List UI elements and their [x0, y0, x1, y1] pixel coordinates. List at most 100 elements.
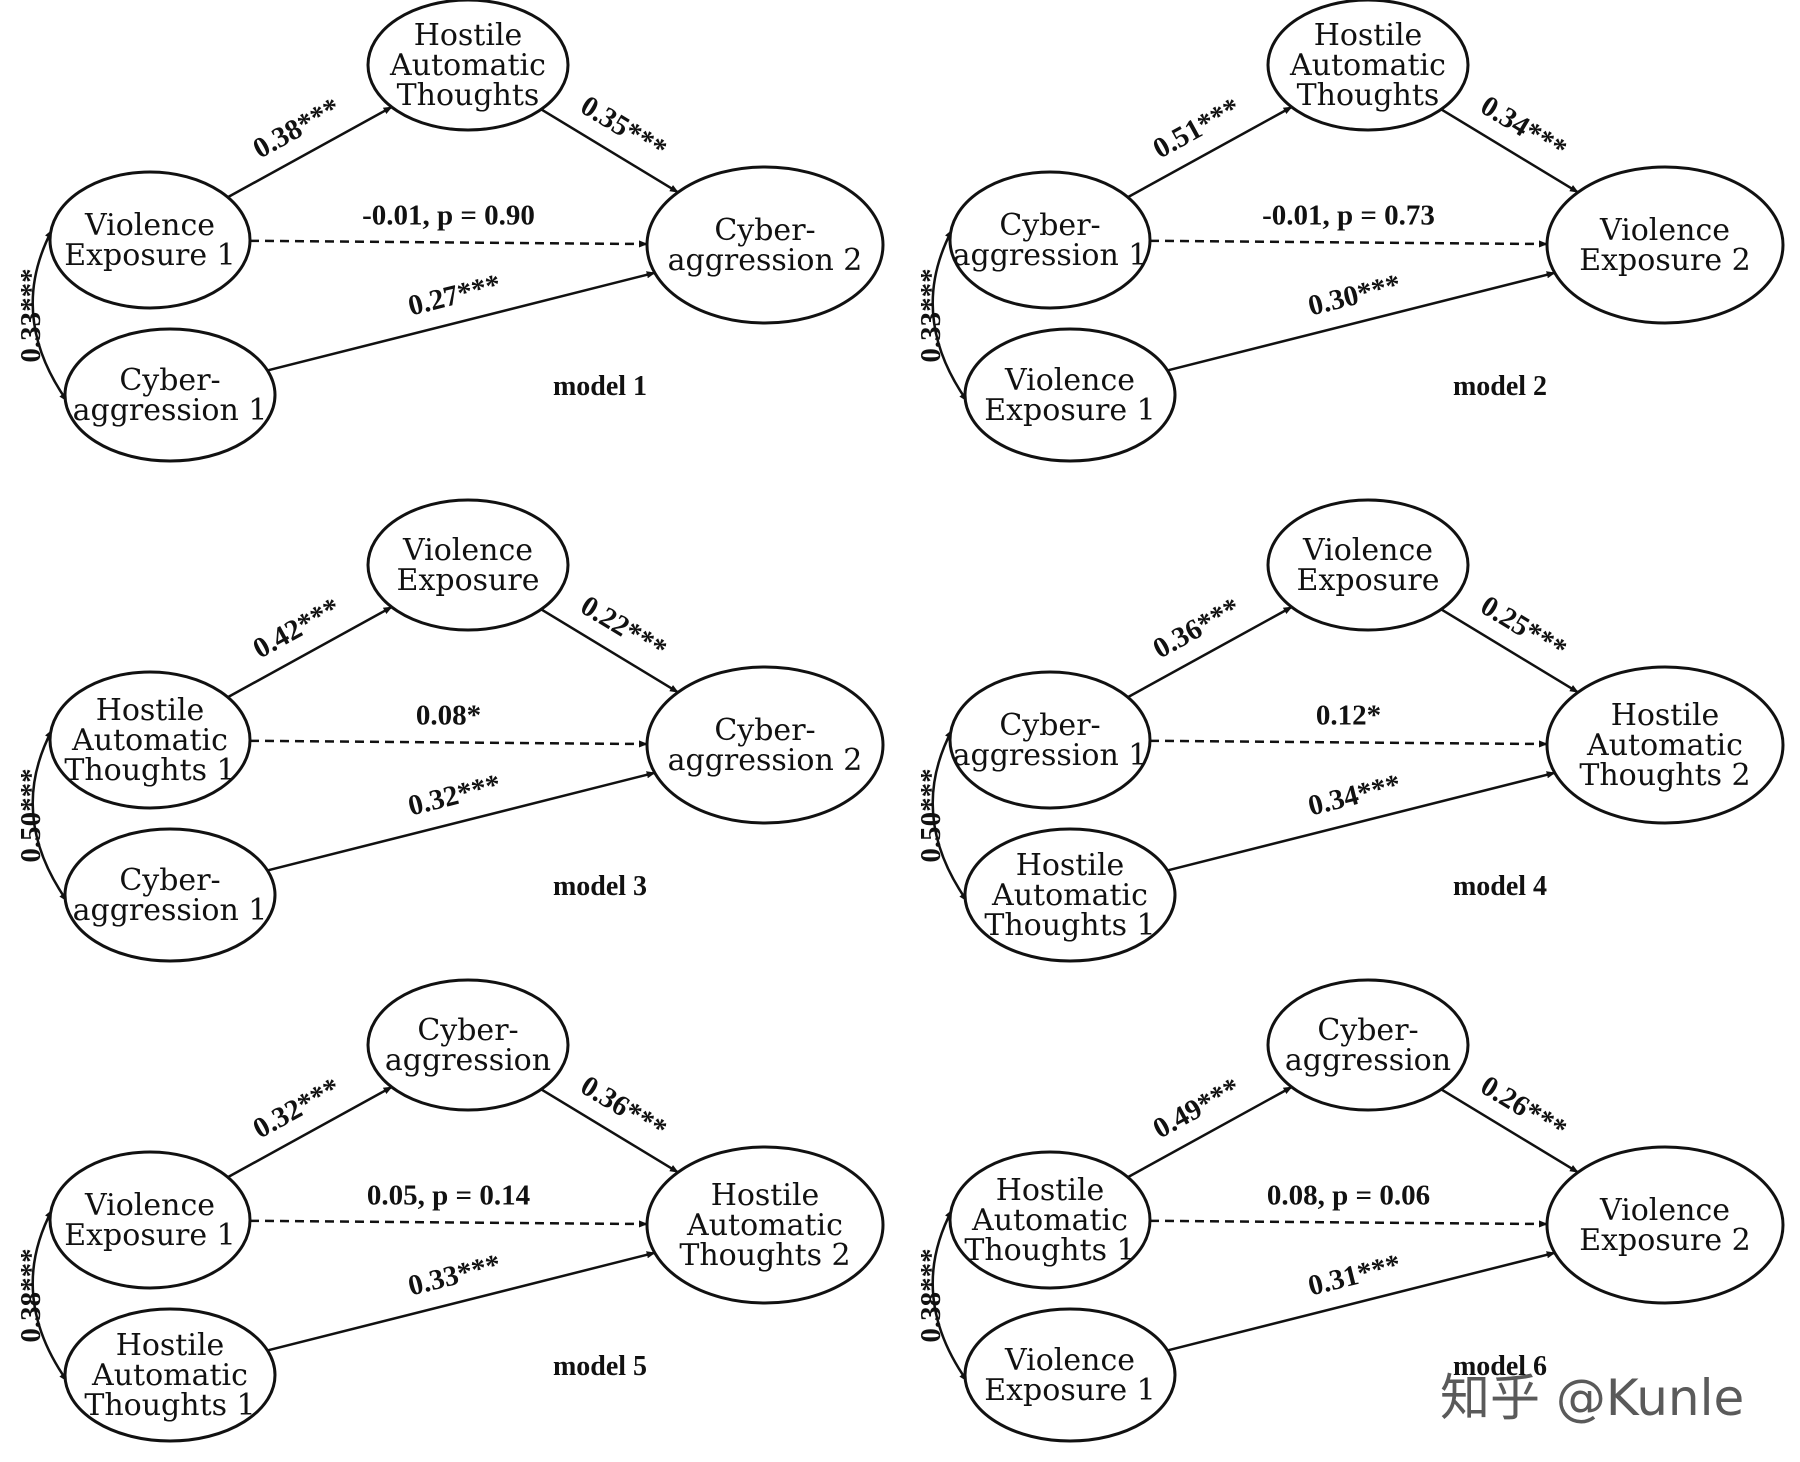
predictor-2-node-label: Cyber-: [119, 363, 220, 398]
predictor-1-node-label: aggression 1: [953, 238, 1148, 273]
predictor-1-node-label: Hostile: [96, 693, 205, 728]
outcome-node-ellipse: [1545, 165, 1785, 325]
path-a-arrow: [1127, 105, 1293, 199]
correlation-arrow: [31, 229, 69, 402]
path-direct-arrow: [1149, 239, 1548, 248]
mediator-node-label: Violence: [402, 533, 533, 568]
mediator-node-label: Hostile: [1314, 18, 1423, 53]
model-title: model 6: [1453, 1351, 1547, 1382]
path-direct-arrow: [1149, 739, 1548, 748]
predictor-1-node-ellipse: [48, 170, 252, 310]
mediator-node-ellipse: [366, 0, 570, 132]
model-title: model 2: [1453, 371, 1547, 402]
mediator-node-ellipse: [1266, 0, 1470, 132]
path-direct-coefficient: 0.08, p = 0.06: [1267, 1179, 1430, 1211]
predictor-2-node-label: Hostile: [116, 1328, 225, 1363]
path-b-coefficient: 0.25***: [1475, 590, 1572, 666]
mediator-node-label: aggression: [1285, 1043, 1451, 1078]
predictor-1-node-label: Thoughts 1: [964, 1233, 1135, 1268]
model-title: model 3: [553, 871, 647, 902]
path-a-coefficient: 0.42***: [248, 592, 346, 665]
mediator-node-label: Thoughts: [1297, 78, 1440, 113]
predictor-2-node-ellipse: [63, 827, 277, 963]
mediator-node-label: aggression: [385, 1043, 551, 1078]
predictor-1-node-ellipse: [948, 670, 1152, 810]
path-b-coefficient: 0.22***: [575, 590, 672, 666]
model-panel: 0.42***0.22***0.08*0.32***0.50***Violenc…: [15, 498, 885, 963]
outcome-node-ellipse: [1545, 1145, 1785, 1305]
path-direct-arrow: [249, 1219, 648, 1228]
predictor-2-node-label: Exposure 1: [984, 393, 1156, 428]
path-cross-arrow: [267, 771, 656, 872]
path-b-coefficient: 0.34***: [1475, 90, 1572, 166]
mediator-node-label: Cyber-: [1317, 1013, 1418, 1048]
path-a-coefficient: 0.38***: [248, 92, 346, 165]
predictor-2-node-ellipse: [963, 327, 1177, 463]
path-b-arrow: [1440, 108, 1579, 194]
predictor-2-node-ellipse: [963, 827, 1177, 963]
predictor-1-node-label: Hostile: [996, 1173, 1105, 1208]
predictor-1-node-label: Exposure 1: [64, 1218, 236, 1253]
path-a-coefficient: 0.49***: [1148, 1072, 1246, 1145]
path-direct-coefficient: 0.12*: [1316, 699, 1381, 731]
correlation-coefficient: 0.33***: [15, 268, 47, 362]
model-panel: 0.51***0.34***-0.01, p = 0.730.30***0.33…: [915, 0, 1785, 463]
model-title: model 5: [553, 1351, 647, 1382]
predictor-2-node-label: Cyber-: [119, 863, 220, 898]
path-b-arrow: [1440, 1088, 1579, 1174]
predictor-1-node-ellipse: [948, 170, 1152, 310]
correlation-arrow: [31, 729, 69, 902]
path-a-coefficient: 0.32***: [248, 1072, 346, 1145]
predictor-1-node-label: Exposure 1: [64, 238, 236, 273]
outcome-node-label: Automatic: [686, 1208, 843, 1243]
mediator-node-label: Exposure: [397, 563, 540, 598]
path-b-arrow: [1440, 608, 1579, 694]
outcome-node-label: Cyber-: [714, 713, 815, 748]
predictor-2-node-label: Thoughts 1: [84, 1388, 255, 1423]
predictor-2-node-ellipse: [63, 1307, 277, 1443]
mediator-node-ellipse: [366, 978, 570, 1112]
predictor-2-node-label: Automatic: [991, 878, 1148, 913]
path-direct-arrow: [249, 739, 648, 748]
model-panel: 0.38***0.35***-0.01, p = 0.900.27***0.33…: [15, 0, 885, 463]
outcome-node-label: Thoughts 2: [1579, 758, 1750, 793]
correlation-arrow: [931, 1209, 969, 1382]
predictor-1-node-label: Automatic: [971, 1203, 1128, 1238]
model-panel: 0.32***0.36***0.05, p = 0.140.33***0.38*…: [15, 978, 885, 1443]
path-b-coefficient: 0.35***: [575, 90, 672, 166]
model-title: model 4: [1453, 871, 1547, 902]
outcome-node-label: Exposure 2: [1579, 243, 1751, 278]
predictor-2-node-label: aggression 1: [73, 393, 268, 428]
predictor-1-node-label: Violence: [84, 208, 215, 243]
path-a-arrow: [227, 105, 393, 199]
predictor-2-node-label: Violence: [1004, 1343, 1135, 1378]
path-cross-arrow: [1167, 771, 1556, 872]
mediator-node-label: Automatic: [1289, 48, 1446, 83]
mediator-node-label: Hostile: [414, 18, 523, 53]
model-panel: 0.36***0.25***0.12*0.34***0.50***Violenc…: [915, 498, 1785, 963]
predictor-2-node-label: Automatic: [91, 1358, 248, 1393]
path-direct-coefficient: -0.01, p = 0.73: [1262, 199, 1435, 231]
path-direct-arrow: [249, 239, 648, 248]
outcome-node-label: aggression 2: [668, 743, 863, 778]
correlation-coefficient: 0.33***: [915, 268, 947, 362]
correlation-arrow: [931, 729, 969, 902]
predictor-1-node-label: Violence: [84, 1188, 215, 1223]
predictor-1-node-label: Cyber-: [999, 708, 1100, 743]
mediator-node-label: Automatic: [389, 48, 546, 83]
predictor-2-node-label: aggression 1: [73, 893, 268, 928]
predictor-2-node-ellipse: [963, 1307, 1177, 1443]
outcome-node-ellipse: [645, 1145, 885, 1305]
outcome-node-ellipse: [645, 165, 885, 325]
predictor-2-node-label: Violence: [1004, 363, 1135, 398]
mediator-node-ellipse: [366, 498, 570, 632]
path-b-arrow: [540, 1088, 679, 1174]
path-a-coefficient: 0.36***: [1148, 592, 1246, 665]
path-b-arrow: [540, 108, 679, 194]
mediator-node-label: Violence: [1302, 533, 1433, 568]
path-cross-arrow: [1167, 271, 1556, 372]
predictor-1-node-label: Automatic: [71, 723, 228, 758]
path-direct-coefficient: -0.01, p = 0.90: [362, 199, 535, 231]
path-cross-arrow: [1167, 1251, 1556, 1352]
outcome-node-label: Exposure 2: [1579, 1223, 1751, 1258]
